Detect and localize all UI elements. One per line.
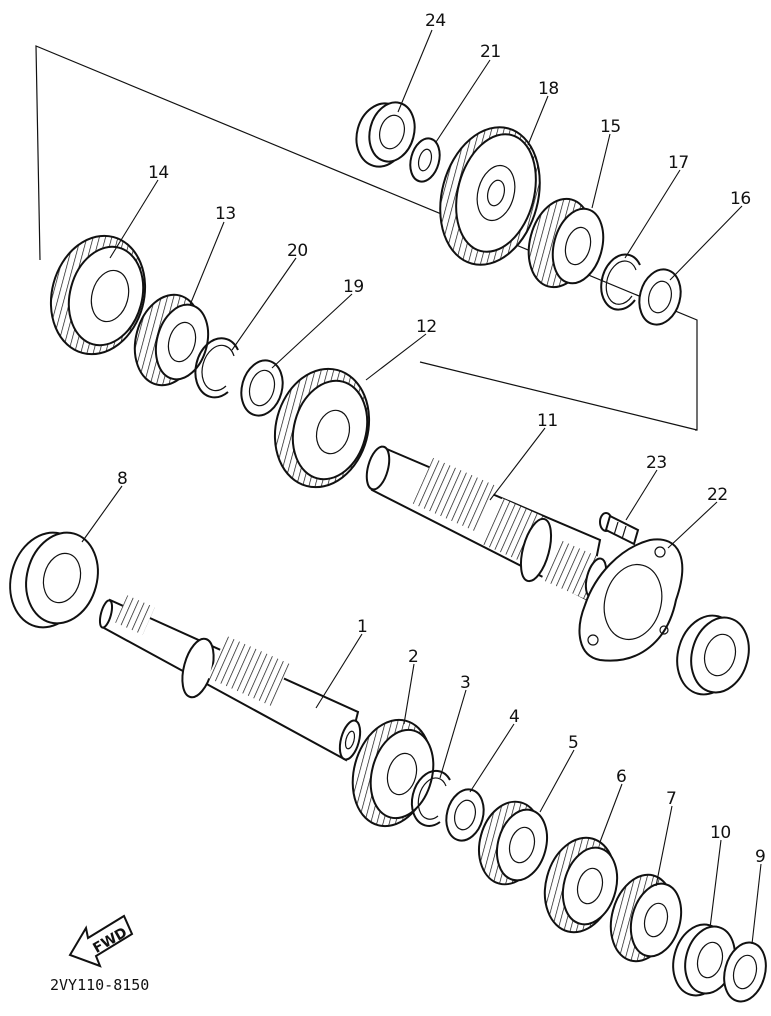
callout-24: 24 (425, 11, 446, 31)
callout-10: 10 (710, 823, 731, 843)
callout-6: 6 (616, 767, 626, 787)
callout-18: 18 (538, 79, 559, 99)
part-8-bearing[interactable] (0, 524, 108, 636)
callout-numbers: 24 21 18 15 17 16 14 13 20 19 12 11 23 2… (117, 11, 766, 867)
part-23-screw[interactable] (599, 512, 640, 546)
callout-23: 23 (646, 453, 667, 473)
callout-21: 21 (480, 42, 501, 62)
part-18-gear[interactable] (426, 116, 555, 276)
callout-7: 7 (666, 789, 676, 809)
callout-5: 5 (568, 733, 578, 753)
part-1-main-axle[interactable] (98, 595, 364, 762)
part-14-gear[interactable] (38, 225, 158, 365)
part-24-bearing[interactable] (350, 97, 421, 172)
callout-9: 9 (755, 847, 765, 867)
part-17-circlip[interactable] (600, 253, 641, 311)
part-7-gear[interactable] (602, 868, 689, 969)
part-16-lock-washer[interactable] (633, 265, 686, 329)
part-12-gear[interactable] (262, 358, 382, 498)
callout-2: 2 (408, 647, 418, 667)
part-13-gear[interactable] (125, 287, 216, 392)
callout-8: 8 (117, 469, 127, 489)
callout-11: 11 (537, 411, 558, 431)
callout-17: 17 (668, 153, 689, 173)
part-15-gear[interactable] (519, 192, 611, 294)
part-6-gear[interactable] (535, 830, 626, 940)
drawing-code: 2VY110-8150 (50, 976, 149, 994)
bearing-right[interactable] (669, 609, 757, 702)
part-21-washer[interactable] (406, 135, 444, 185)
part-20-circlip[interactable] (194, 337, 239, 399)
callout-20: 20 (287, 241, 308, 261)
callout-12: 12 (416, 317, 437, 337)
part-11-drive-axle[interactable] (363, 444, 610, 602)
callout-16: 16 (730, 189, 751, 209)
part-3-circlip[interactable] (410, 769, 451, 827)
callout-22: 22 (707, 485, 728, 505)
callout-3: 3 (460, 673, 470, 693)
fwd-arrow-icon: FWD (68, 914, 134, 968)
callout-1: 1 (357, 617, 367, 637)
callout-19: 19 (343, 277, 364, 297)
callout-15: 15 (600, 117, 621, 137)
part-22-retainer-plate[interactable] (578, 538, 684, 662)
callout-4: 4 (509, 707, 519, 727)
part-19-washer[interactable] (235, 356, 288, 420)
exploded-view-boundary-lower (419, 361, 698, 431)
part-9-oil-seal[interactable] (718, 938, 771, 1006)
leader-lines (81, 29, 762, 945)
callout-13: 13 (215, 204, 236, 224)
part-5-gear[interactable] (470, 795, 554, 892)
callout-14: 14 (148, 163, 169, 183)
